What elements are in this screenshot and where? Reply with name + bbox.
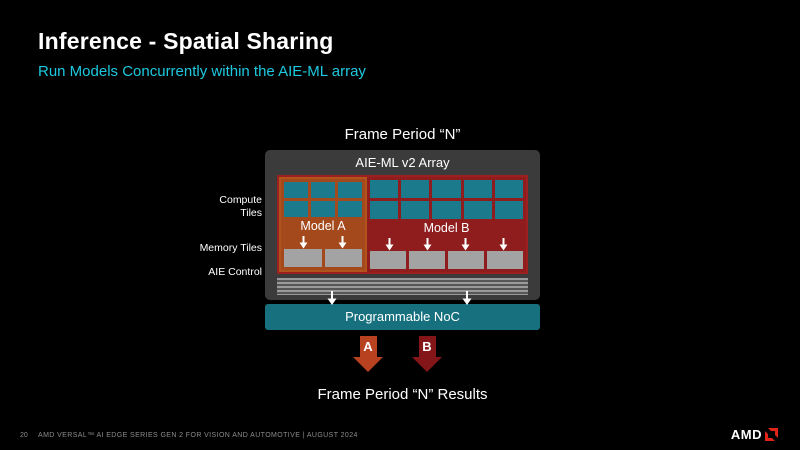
- compute-tile: [338, 201, 362, 217]
- output-arrow-b-label: B: [418, 336, 436, 357]
- aie-control-label: AIE Control: [208, 266, 262, 278]
- amd-arrow-icon: [765, 428, 778, 441]
- compute-tile: [432, 201, 461, 219]
- down-arrow-icon: [461, 238, 470, 251]
- memory-tile: [324, 249, 362, 267]
- down-arrow-icon: [462, 291, 472, 305]
- frame-period-label: Frame Period “N”: [344, 126, 461, 143]
- memory-tile: [487, 251, 523, 269]
- tile-grid: Model A: [277, 175, 528, 274]
- compute-tile: [338, 182, 362, 198]
- compute-tile: [494, 180, 524, 198]
- compute-tile: [370, 201, 399, 219]
- model-b-region: Model B: [367, 177, 526, 272]
- page-title: Inference - Spatial Sharing: [38, 28, 334, 54]
- amd-logo-text: AMD: [730, 427, 762, 442]
- page-number: 20: [20, 432, 28, 439]
- output-arrow-a-head: [353, 357, 383, 372]
- model-b-arrows: [370, 238, 523, 251]
- page-subtitle: Run Models Concurrently within the AIE-M…: [38, 63, 366, 80]
- compute-tiles-label: Compute Tiles: [219, 194, 262, 219]
- model-b-memory-row: [370, 251, 523, 269]
- compute-tile: [401, 201, 430, 219]
- model-a-compute-row: [284, 201, 362, 217]
- model-b-label: Model B: [423, 221, 470, 235]
- model-a-label: Model A: [300, 219, 346, 233]
- results-label: Frame Period “N” Results: [317, 386, 488, 403]
- output-arrow-b-head: [412, 357, 442, 372]
- array-title: AIE-ML v2 Array: [355, 155, 450, 170]
- memory-tile: [448, 251, 484, 269]
- down-arrow-icon: [299, 236, 308, 249]
- memory-tile: [409, 251, 445, 269]
- compute-tile: [401, 180, 430, 198]
- output-arrow-b: B: [412, 336, 442, 372]
- aie-ml-array-box: AIE-ML v2 Array Model A: [265, 150, 540, 300]
- compute-tile: [432, 180, 461, 198]
- compute-tile: [463, 201, 492, 219]
- amd-logo: AMD: [731, 427, 778, 442]
- output-arrow-a-label: A: [359, 336, 377, 357]
- memory-tile: [370, 251, 406, 269]
- model-a-compute-row: [284, 182, 362, 198]
- footer-text: AMD VERSAL™ AI EDGE SERIES GEN 2 FOR VIS…: [38, 432, 358, 439]
- memory-tiles-label: Memory Tiles: [199, 242, 262, 254]
- compute-tile: [494, 201, 524, 219]
- down-arrow-icon: [499, 238, 508, 251]
- model-a-arrows: [284, 236, 362, 249]
- compute-tile: [463, 180, 492, 198]
- model-b-compute-row: [370, 201, 524, 219]
- compute-tile: [284, 201, 308, 217]
- down-arrow-icon: [423, 238, 432, 251]
- model-a-region: Model A: [279, 177, 367, 272]
- down-arrow-icon: [385, 238, 394, 251]
- compute-tile: [370, 180, 399, 198]
- down-arrow-icon: [338, 236, 347, 249]
- output-arrow-a: A: [353, 336, 383, 372]
- aie-control-band: [277, 278, 528, 295]
- compute-tile: [311, 201, 335, 217]
- programmable-noc-bar: Programmable NoC: [265, 304, 540, 330]
- memory-tile: [284, 249, 322, 267]
- model-b-compute-row: [370, 180, 524, 198]
- down-arrow-icon: [327, 291, 337, 305]
- compute-tile: [284, 182, 308, 198]
- model-a-memory-row: [284, 249, 362, 267]
- compute-tile: [311, 182, 335, 198]
